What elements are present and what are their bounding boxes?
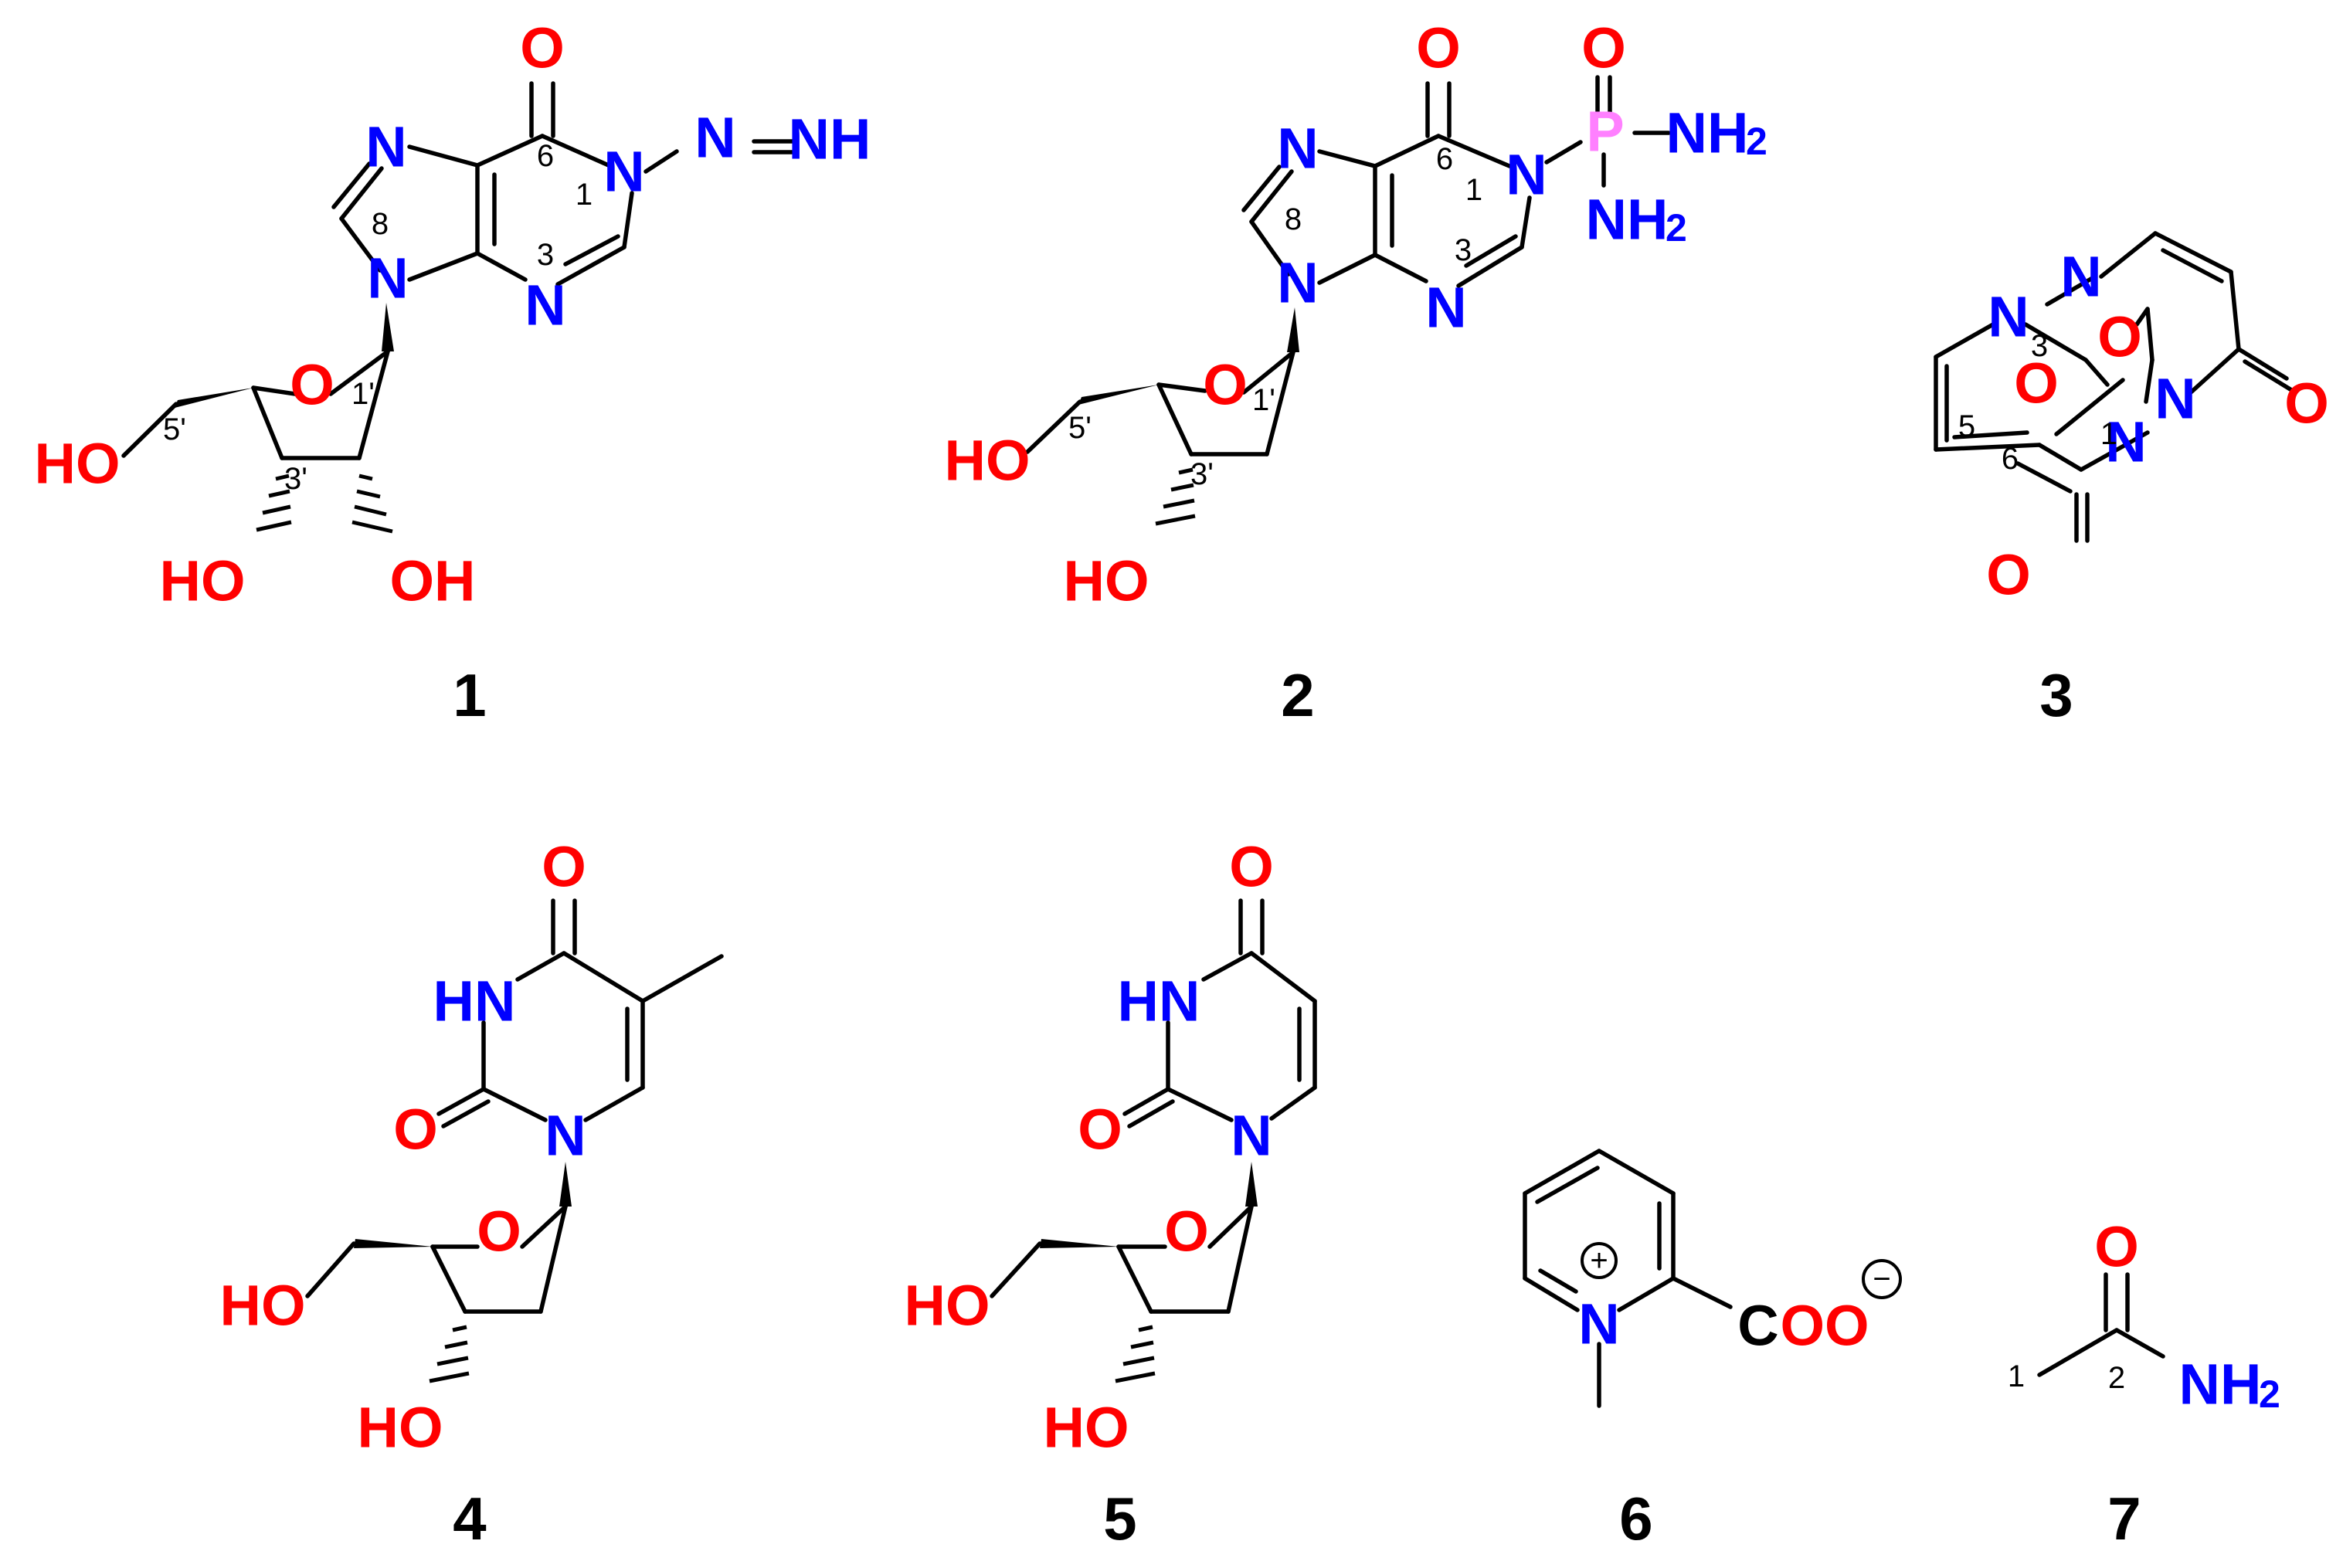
compound-1-locant-c1p: 1' [351, 377, 375, 411]
compound-5-hash-bonds [1115, 1325, 1156, 1383]
compound-5-structure: O HN O N O HO HO [905, 835, 1317, 1460]
compound-2-o6-atom: O [1416, 16, 1461, 80]
compound-6-n-atom: N [1578, 1292, 1619, 1356]
compound-2-label: 2 [1281, 661, 1314, 729]
compound-1-structure: O N N NH N N N O HO HO OH 6 1 8 3 1' 3' … [35, 16, 871, 613]
compound-4-ring-oxygen: O [477, 1200, 521, 1264]
compound-1-o6-atom: O [520, 16, 565, 80]
compound-5-ho3-group: HO [1044, 1396, 1129, 1460]
compound-7-structure: O NH 2 1 2 [2008, 1215, 2280, 1417]
compound-2-nh2-lower-subscript: 2 [1666, 206, 1687, 249]
compound-6-plus-charge: + [1590, 1244, 1608, 1278]
compound-1-locant-c6: 6 [537, 139, 554, 173]
compound-2-locant-c6: 6 [1436, 142, 1453, 176]
compound-2-phosphorus-atom: P [1586, 100, 1624, 164]
compound-1-n9-atom: N [367, 246, 408, 311]
compound-2-ring-oxygen: O [1203, 353, 1248, 417]
compound-2-ho5-group: HO [945, 429, 1031, 493]
compound-7-locant-c1: 1 [2008, 1359, 2025, 1393]
compound-4-o2-atom: O [393, 1098, 438, 1162]
compound-1-locant-c8: 8 [372, 207, 389, 241]
compound-4-structure: O HN O N O HO HO [220, 835, 724, 1460]
compound-3-bottom-oxygen: O [1986, 543, 2031, 607]
compound-1-hash-bonds [256, 473, 393, 534]
compound-3-n1-atom: N [2105, 410, 2146, 474]
compound-1-label: 1 [453, 661, 486, 729]
compound-1-n-azo-atom: N [694, 106, 735, 170]
compound-1-n7-atom: N [365, 115, 406, 179]
compound-3-label: 3 [2039, 661, 2073, 729]
compound-5-hn-group: HN [1118, 969, 1200, 1033]
compound-2-locant-n3: 3 [1455, 233, 1472, 267]
compound-3-n3-atom: N [1988, 285, 2029, 349]
compound-2-nh2-right: NH [1666, 101, 1749, 165]
compound-6-minus-charge: − [1873, 1262, 1890, 1296]
compound-4-label: 4 [453, 1485, 486, 1553]
compound-2-locant-c5p: 5' [1068, 411, 1092, 445]
compound-6-label: 6 [1619, 1485, 1652, 1553]
compound-3-locant-c6: 6 [2002, 442, 2019, 476]
compound-4-ho5-group: HO [220, 1274, 306, 1338]
compound-2-locant-c1p: 1' [1252, 383, 1275, 417]
compound-6-plus-charge-ring [1581, 1242, 1618, 1279]
compound-7-o-atom: O [2094, 1215, 2139, 1279]
compound-2-n3-atom: N [1425, 276, 1466, 340]
compound-1-ho3-group: HO [160, 549, 246, 613]
compound-5-ho5-group: HO [905, 1274, 990, 1338]
compound-2-locant-c3p: 3' [1190, 457, 1214, 491]
compound-7-nh2-group: NH [2179, 1352, 2262, 1417]
compound-2-n9-atom: N [1277, 251, 1318, 315]
compound-2-nh2-lower: NH [1586, 188, 1669, 252]
compound-4-hash-bonds [429, 1325, 470, 1383]
compound-6-minus-charge-ring [1862, 1259, 1902, 1299]
compound-3-n-top-atom: N [2060, 245, 2101, 309]
compound-6-structure: + − N C OO [1523, 1149, 1902, 1408]
compound-6-carboxylate-oxygens: OO [1780, 1294, 1869, 1358]
compound-1-locant-c3p: 3' [284, 462, 307, 496]
compound-1-oh2-group: OH [390, 549, 476, 613]
compound-2-structure: O N P O NH 2 NH 2 N N N O HO HO 6 1 8 3 … [945, 16, 1767, 613]
compound-1-ring-oxygen: O [290, 353, 334, 417]
compound-2-hash-bonds [1155, 467, 1196, 526]
compound-3-locant-n1: 1 [2100, 417, 2117, 451]
compound-2-p-oxygen-atom: O [1581, 16, 1626, 80]
compound-3-n-right-atom: N [2155, 367, 2195, 431]
compound-4-n1-atom: N [545, 1104, 586, 1168]
compound-1-ho5-group: HO [35, 432, 121, 496]
compound-4-ho3-group: HO [358, 1396, 443, 1460]
compound-2-locant-c8: 8 [1285, 202, 1302, 236]
compound-2-nh2-right-subscript: 2 [1746, 120, 1767, 163]
compound-4-hn-group: HN [433, 969, 516, 1033]
compound-4-o4-atom: O [542, 835, 586, 899]
compound-1-locant-n3: 3 [537, 238, 554, 272]
compound-3-inner-oxygen-2: O [2014, 351, 2059, 416]
compound-7-nh2-subscript: 2 [2259, 1373, 2280, 1416]
compound-6-carboxyl-carbon: C [1737, 1294, 1778, 1358]
compound-7-locant-c2: 2 [2108, 1361, 2125, 1395]
compound-2-ho3-group: HO [1064, 549, 1149, 613]
compound-3-structure: N N O O N O N O 3 5 1 6 [1934, 231, 2329, 607]
compound-1-nh-azo-atom: NH [789, 107, 871, 171]
compound-3-locant-c5: 5 [1958, 409, 1975, 443]
compound-2-locant-n1: 1 [1465, 173, 1482, 207]
compound-5-ring-oxygen: O [1164, 1200, 1209, 1264]
compound-5-o4-atom: O [1229, 835, 1274, 899]
compound-3-inner-oxygen-1: O [2097, 305, 2142, 369]
compound-1-n3-atom: N [525, 273, 565, 338]
compound-2-n1-atom: N [1506, 143, 1547, 207]
compound-1-locant-n1: 1 [576, 178, 593, 212]
compound-1-locant-c5p: 5' [163, 412, 186, 446]
compound-7-label: 7 [2107, 1485, 2141, 1553]
compound-5-o2-atom: O [1078, 1098, 1122, 1162]
compound-3-right-oxygen: O [2284, 372, 2329, 436]
compound-3-locant-n3: 3 [2031, 329, 2048, 363]
compound-5-n1-atom: N [1231, 1104, 1272, 1168]
compound-1-n1-atom: N [603, 140, 644, 204]
compound-2-n7-atom: N [1277, 117, 1318, 181]
compound-5-label: 5 [1103, 1485, 1136, 1553]
